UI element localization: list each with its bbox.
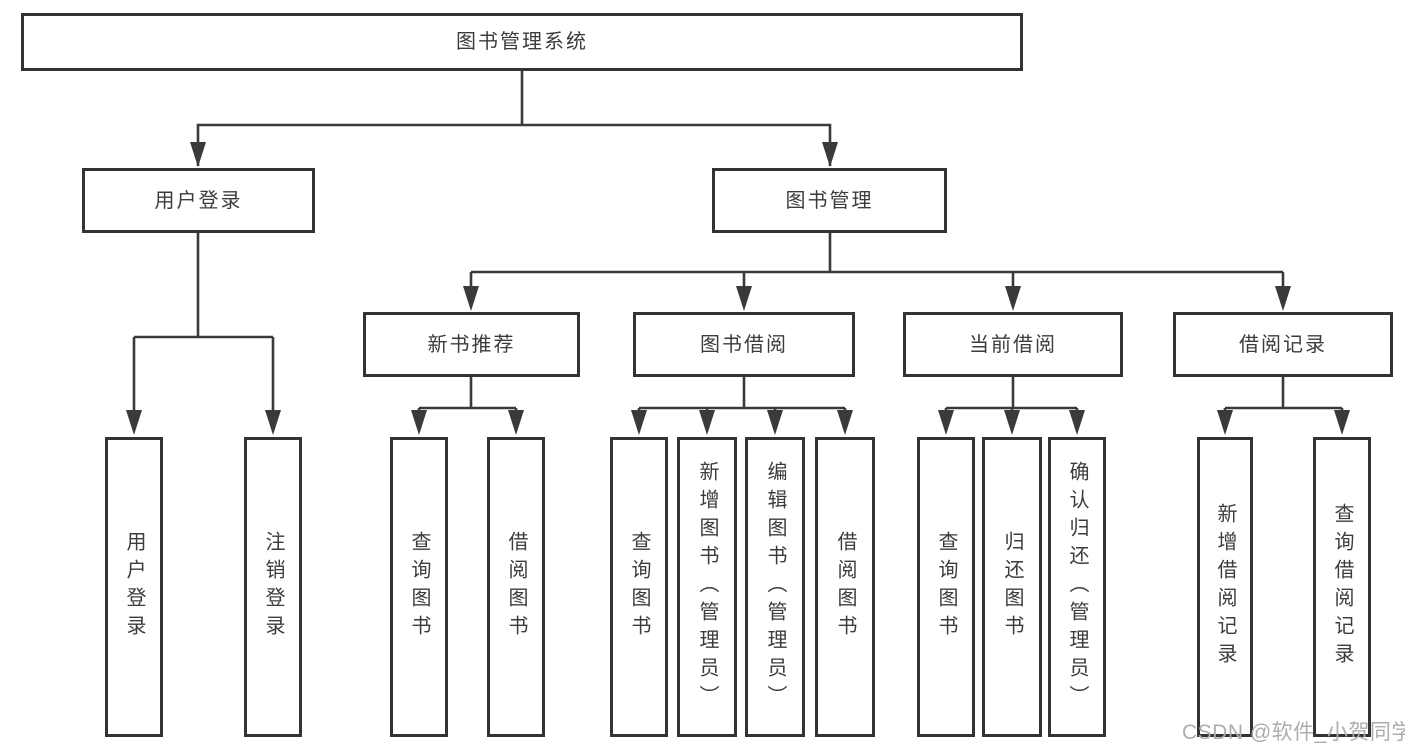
arrow-down-icon [411, 410, 427, 435]
node-borrow-records: 借阅记录 [1173, 312, 1393, 377]
csdn-watermark: CSDN @软件_小贺同学 [1182, 721, 1405, 744]
arrow-down-icon [736, 286, 752, 311]
arrow-down-icon [1334, 410, 1350, 435]
arrow-down-icon [1005, 286, 1021, 311]
arrow-down-icon [767, 410, 783, 435]
node-current-borrow: 当前借阅 [903, 312, 1123, 377]
node-user-login: 用户登录 [82, 168, 315, 233]
leaf-query-borrow-record: 查询借阅记录 [1313, 437, 1371, 737]
leaf-edit-book-admin: 编辑图书（管理员） [745, 437, 805, 737]
leaf-borrow-books: 借阅图书 [815, 437, 875, 737]
node-book-management: 图书管理 [712, 168, 947, 233]
arrow-down-icon [938, 410, 954, 435]
arrow-down-icon [1217, 410, 1233, 435]
arrow-down-icon [1275, 286, 1291, 311]
leaf-return-book: 归还图书 [982, 437, 1042, 737]
leaf-add-book-admin: 新增图书（管理员） [677, 437, 737, 737]
leaf-user-login: 用户登录 [105, 437, 163, 737]
leaf-confirm-return-admin: 确认归还（管理员） [1048, 437, 1106, 737]
leaf-query-books-recommend: 查询图书 [390, 437, 448, 737]
arrow-down-icon [631, 410, 647, 435]
arrow-down-icon [126, 410, 142, 435]
arrow-down-icon [837, 410, 853, 435]
arrow-down-icon [1004, 410, 1020, 435]
arrow-down-icon [190, 142, 206, 167]
arrow-down-icon [699, 410, 715, 435]
arrow-down-icon [463, 286, 479, 311]
leaf-borrow-books-recommend: 借阅图书 [487, 437, 545, 737]
arrow-down-icon [265, 410, 281, 435]
arrow-down-icon [822, 142, 838, 167]
leaf-query-books-current: 查询图书 [917, 437, 975, 737]
node-library-management-system: 图书管理系统 [21, 13, 1023, 71]
leaf-logout-login: 注销登录 [244, 437, 302, 737]
node-new-book-recommend: 新书推荐 [363, 312, 580, 377]
arrow-down-icon [1069, 410, 1085, 435]
leaf-add-borrow-record: 新增借阅记录 [1197, 437, 1253, 737]
arrow-down-icon [508, 410, 524, 435]
node-book-borrow: 图书借阅 [633, 312, 855, 377]
leaf-query-books-borrow: 查询图书 [610, 437, 668, 737]
